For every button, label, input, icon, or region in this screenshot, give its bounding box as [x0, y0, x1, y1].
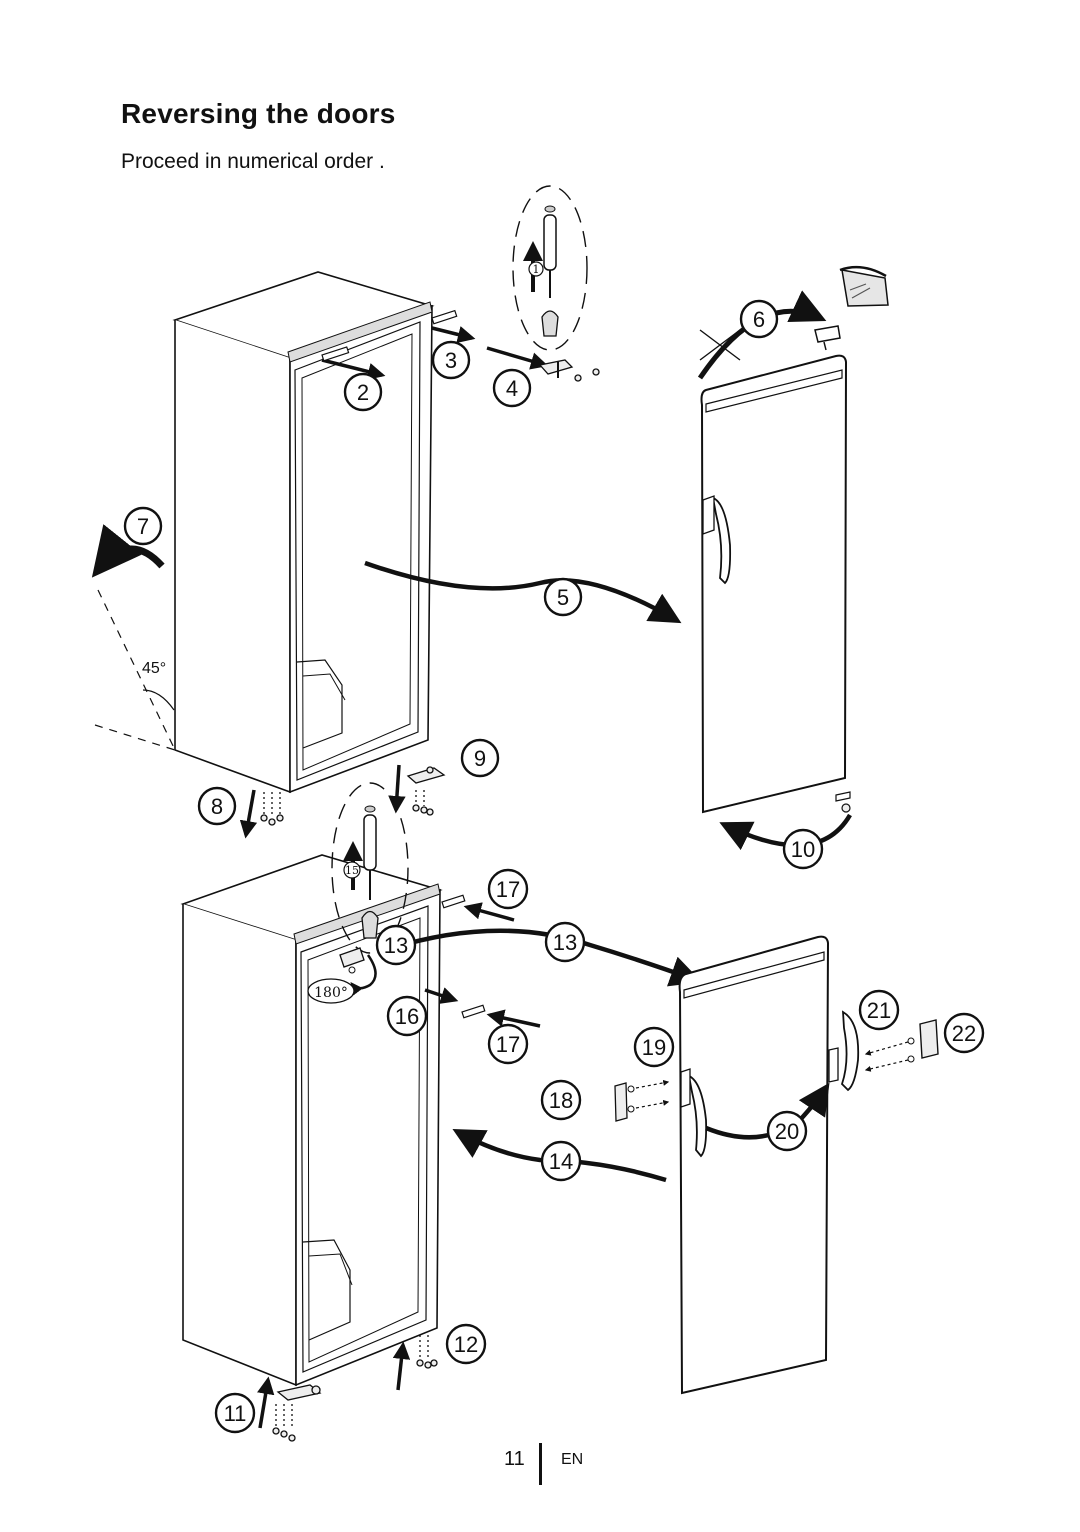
- svg-text:2: 2: [357, 380, 369, 405]
- svg-text:6: 6: [753, 307, 765, 332]
- svg-text:8: 8: [211, 794, 223, 819]
- lower-cover-arrows: [424, 894, 541, 1028]
- svg-text:21: 21: [867, 998, 891, 1023]
- cover-removal-arrows: [321, 326, 549, 381]
- screwdriver-detail-bottom: 15: [331, 782, 409, 954]
- page-number: 11: [504, 1448, 525, 1470]
- step-9-badge: 9: [460, 738, 500, 778]
- sub-step-1-label: 1: [533, 263, 540, 276]
- step-17-badge-bottom: 17: [487, 1023, 529, 1065]
- svg-text:5: 5: [557, 585, 569, 610]
- sub-step-15-label: 15: [345, 864, 359, 877]
- svg-text:14: 14: [549, 1149, 573, 1174]
- svg-text:12: 12: [454, 1332, 478, 1357]
- svg-text:11: 11: [224, 1401, 247, 1426]
- upper-cabinet-illustration: [172, 271, 435, 794]
- step-7-tilt-arrow: [91, 524, 165, 578]
- step-6-badge: 6: [739, 299, 779, 339]
- step-8-badge: 8: [197, 786, 237, 826]
- step-7-badge: 7: [123, 506, 163, 546]
- svg-text:18: 18: [549, 1088, 573, 1113]
- angle-label: 45°: [142, 660, 166, 677]
- svg-text:20: 20: [775, 1119, 799, 1144]
- step-14-badge: 14: [540, 1140, 582, 1182]
- crossed-part: [699, 329, 741, 361]
- screwdriver-detail-top: 1: [512, 185, 588, 351]
- footer-divider: [539, 1443, 542, 1485]
- step-2-badge: 2: [343, 372, 383, 412]
- step-16-badge: 16: [386, 995, 428, 1037]
- step-5-badge: 5: [543, 577, 583, 617]
- parts-bag-illustration: [814, 265, 889, 351]
- svg-text:3: 3: [445, 348, 457, 373]
- step-12-badge: 12: [445, 1323, 487, 1365]
- lower-door-illustration: [678, 935, 830, 1395]
- handle-parts-left: [614, 1079, 670, 1122]
- bottom-hinge-lower-install: [257, 1335, 438, 1442]
- hinge-cover: [321, 346, 350, 362]
- page-title: Reversing the doors: [121, 98, 396, 129]
- svg-text:17: 17: [496, 877, 520, 902]
- step-21-badge: 21: [858, 989, 900, 1031]
- svg-text:13: 13: [553, 930, 577, 955]
- step-4-badge: 4: [492, 368, 532, 408]
- step-11-badge: 11: [214, 1392, 256, 1434]
- handle-parts-right: [828, 1010, 939, 1092]
- step-17-badge-top: 17: [487, 868, 529, 910]
- step-13-badge-right: 13: [544, 921, 586, 963]
- language-code: EN: [561, 1451, 584, 1468]
- step-5-arrow: [364, 560, 682, 624]
- svg-text:10: 10: [791, 837, 815, 862]
- svg-text:17: 17: [496, 1032, 520, 1057]
- step-20-badge: 20: [766, 1110, 808, 1152]
- step-13-badge-left: 13: [375, 924, 417, 966]
- step-22-badge: 22: [943, 1012, 985, 1054]
- svg-text:22: 22: [952, 1021, 976, 1046]
- svg-text:16: 16: [395, 1004, 419, 1029]
- hinge-rotation-detail: 180°: [307, 947, 377, 1004]
- bottom-hinge-upper-removal: [239, 764, 446, 839]
- screw-cover: [431, 309, 458, 325]
- top-hinge-part: [538, 359, 600, 382]
- svg-text:7: 7: [137, 514, 149, 539]
- svg-text:19: 19: [642, 1035, 666, 1060]
- step-19-badge: 19: [633, 1026, 675, 1068]
- rotation-label: 180°: [314, 985, 348, 1001]
- step-14-arrow: [452, 1128, 667, 1183]
- page-subtitle: Proceed in numerical order .: [121, 150, 385, 173]
- upper-door-illustration: [700, 354, 851, 814]
- svg-text:9: 9: [474, 746, 486, 771]
- step-18-badge: 18: [540, 1079, 582, 1121]
- step-10-badge: 10: [782, 828, 824, 870]
- step-3-badge: 3: [431, 340, 471, 380]
- svg-text:13: 13: [384, 933, 408, 958]
- angle-arc: [142, 689, 175, 711]
- svg-text:4: 4: [506, 376, 518, 401]
